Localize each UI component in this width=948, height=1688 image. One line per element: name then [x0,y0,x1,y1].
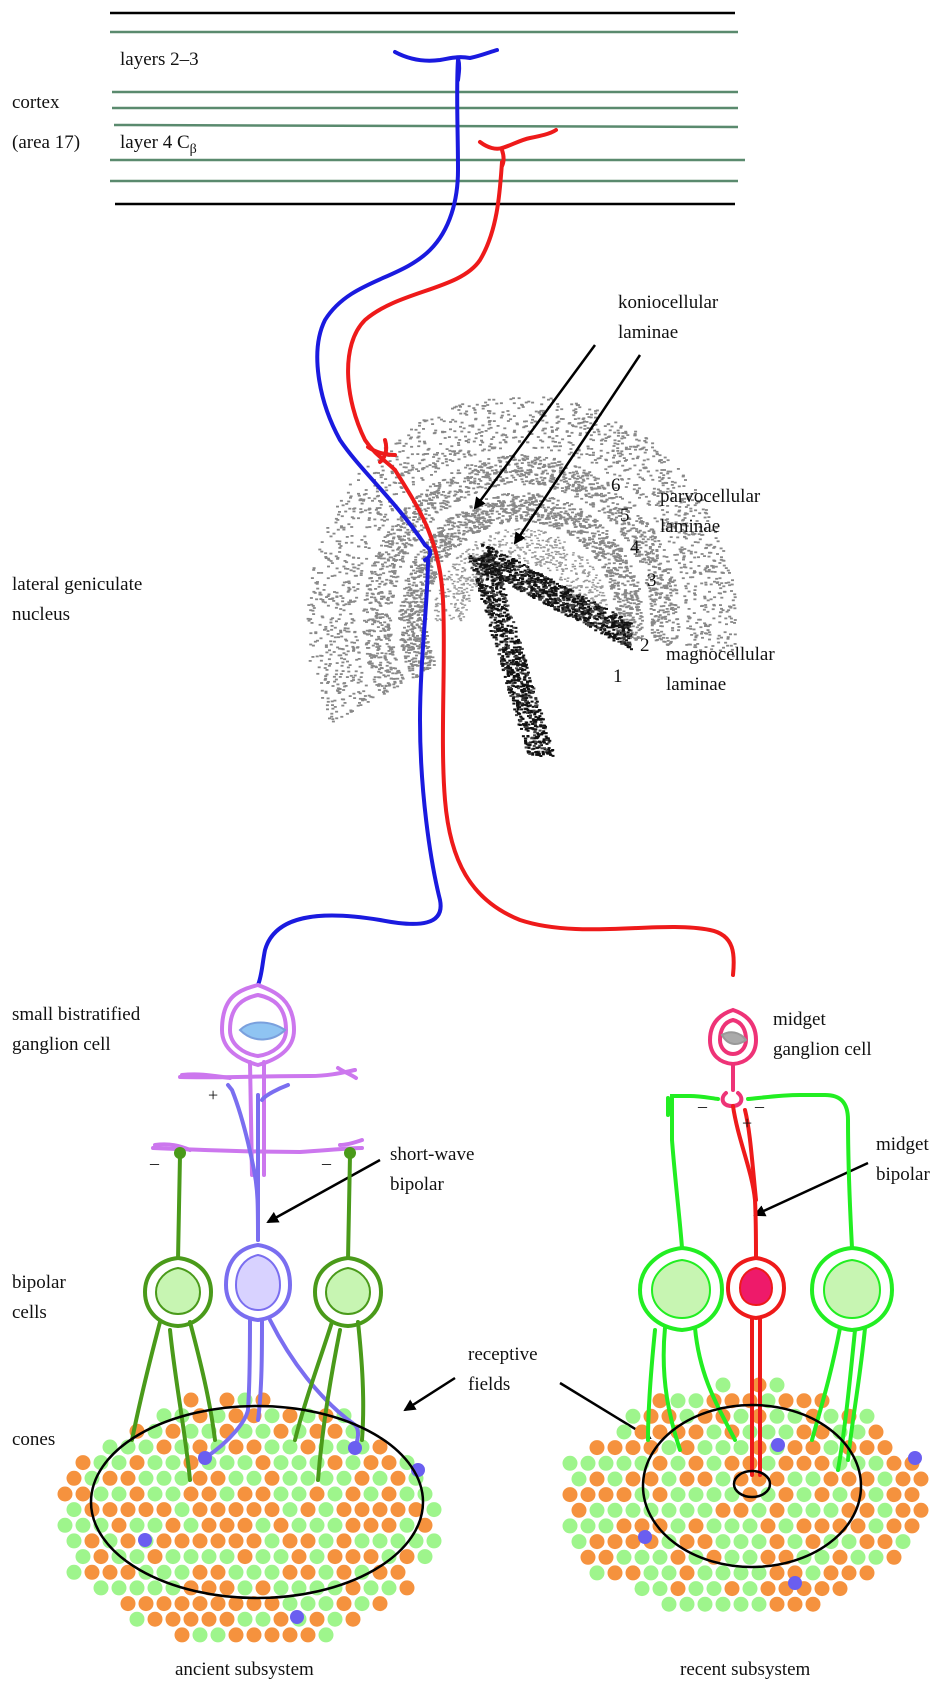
blue-pathway [258,50,497,985]
green-bipolar-dendrite-tip [344,1147,356,1159]
label-small-bistratified-2: ganglion cell [12,1030,111,1060]
sign-minus-midget-right: – [755,1096,764,1117]
sign-plus-short-wave: + [208,1085,218,1106]
label-area-17: (area 17) [12,128,80,158]
label-layers-2-3: layers 2–3 [120,45,199,75]
lamina-number-1: 1 [613,666,623,688]
label-midget-bipolar-1: midget [876,1130,929,1160]
short-wave-cone [198,1451,212,1465]
label-receptive-2: fields [468,1370,510,1400]
label-layer-4-sub: β [190,142,197,157]
lamina-number-2: 2 [640,635,650,657]
label-receptive-1: receptive [468,1340,538,1370]
label-small-bistratified-1: small bistratified [12,1000,140,1030]
label-bipolar-cells-1: bipolar [12,1268,66,1298]
sign-plus-midget: + [742,1113,752,1134]
label-bipolar-cells-2: cells [12,1298,47,1328]
sign-minus-left: – [150,1153,159,1174]
label-midget-bipolar-2: bipolar [876,1160,930,1190]
lamina-number-4: 4 [630,537,640,559]
sign-minus-midget-left: – [698,1096,707,1117]
label-short-wave-2: bipolar [390,1170,444,1200]
caption-recent-subsystem: recent subsystem [680,1655,810,1685]
receptive-arrow-left [405,1378,455,1410]
caption-ancient-subsystem: ancient subsystem [175,1655,314,1685]
short-wave-cone-2 [348,1441,362,1455]
cone-mosaic-recent [563,1378,929,1612]
label-koniocellular-1: koniocellular [618,288,718,318]
label-magnocellular-1: magnocellular [666,640,775,670]
label-parvocellular-1: parvocellular [660,482,760,512]
lamina-number-6: 6 [611,475,621,497]
cortex-layers [110,13,745,204]
label-layer-4: layer 4 Cβ [120,128,197,165]
lamina-number-5: 5 [620,505,630,527]
sign-minus-right: – [322,1153,331,1174]
midget-ganglion-cell [710,1010,756,1106]
label-lgn-2: nucleus [12,600,70,630]
label-koniocellular-2: laminae [618,318,678,348]
label-parvocellular-2: laminae [660,512,720,542]
label-midget-ganglion-2: ganglion cell [773,1035,872,1065]
label-midget-ganglion-1: midget [773,1005,826,1035]
label-layer-4-text: layer 4 C [120,132,190,153]
label-lgn-1: lateral geniculate [12,570,142,600]
label-cones: cones [12,1425,55,1455]
green-bipolar-dendrite-tip [174,1147,186,1159]
label-short-wave-1: short-wave [390,1140,474,1170]
label-cortex: cortex [12,88,59,118]
cone-mosaic-ancient [58,1393,442,1643]
label-magnocellular-2: laminae [666,670,726,700]
lamina-number-3: 3 [647,570,657,592]
